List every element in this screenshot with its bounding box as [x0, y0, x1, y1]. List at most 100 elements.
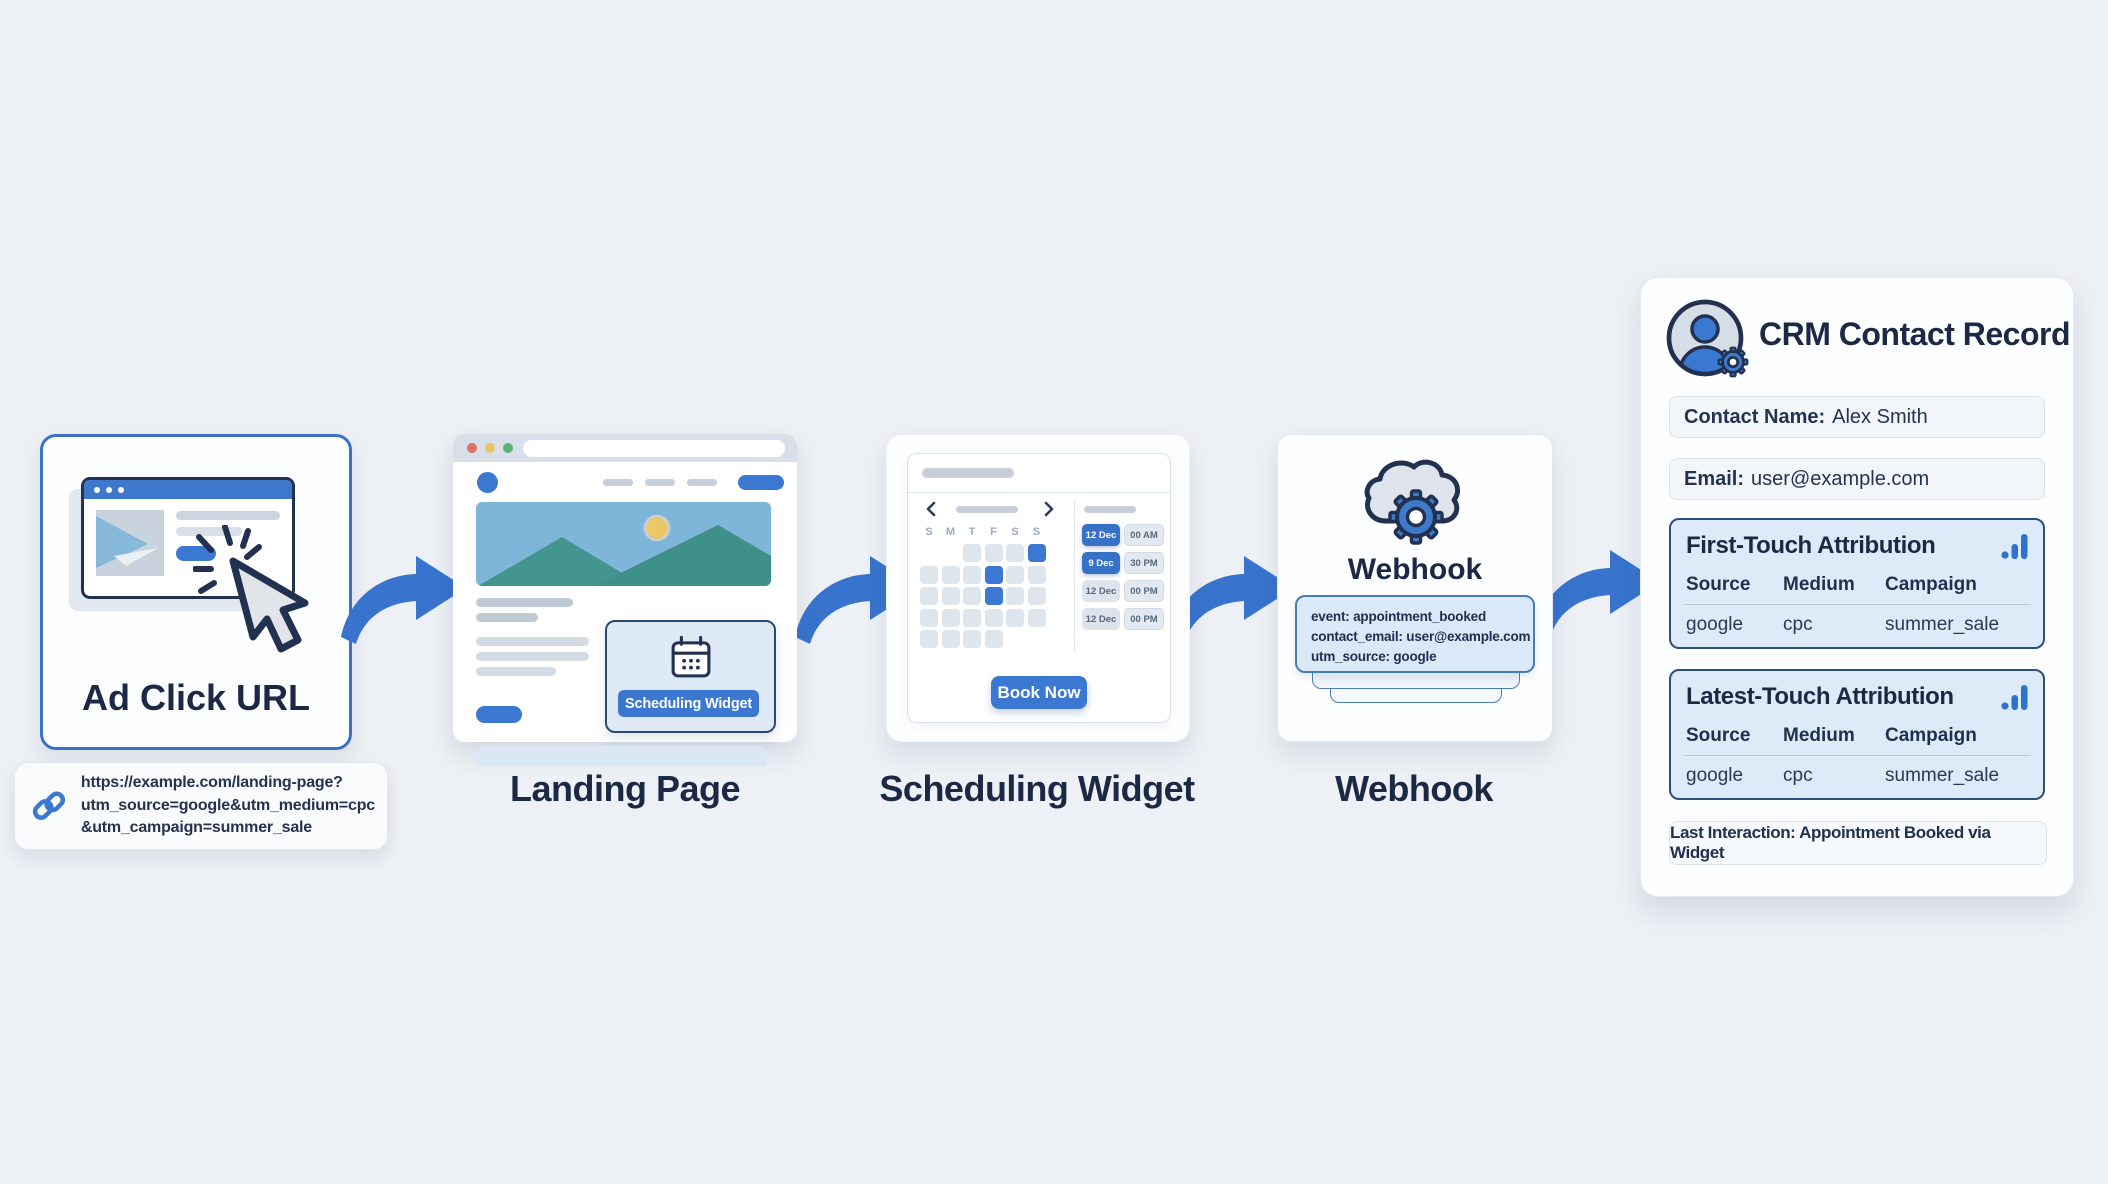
column-header: Source: [1686, 725, 1751, 746]
link-icon: [32, 791, 66, 820]
calendar-day-cell[interactable]: [984, 630, 1003, 648]
first-touch-attribution-card: First-Touch Attribution Source Medium Ca…: [1669, 518, 2045, 649]
calendar-day-cell[interactable]: [941, 630, 960, 648]
cell-medium: cpc: [1783, 765, 1813, 786]
divider: [1685, 755, 2031, 756]
calendar-day-cell[interactable]: [941, 608, 960, 627]
address-bar[interactable]: [523, 439, 785, 457]
slot-date-pill[interactable]: 12 Dec: [1082, 580, 1120, 602]
stage-label-ad-click: Ad Click URL: [81, 677, 311, 718]
ad-cta-placeholder[interactable]: [176, 546, 216, 561]
slots-title-placeholder: [1084, 506, 1136, 513]
calendar-day-cell[interactable]: [920, 608, 938, 627]
calendar-day-selected[interactable]: [984, 565, 1003, 584]
calendar-day-selected[interactable]: [984, 587, 1003, 605]
calendar-day-cell: [942, 544, 960, 562]
latest-touch-title: Latest-Touch Attribution: [1686, 683, 1954, 710]
calendar-day-cell: [920, 544, 938, 562]
calendar-day-cell[interactable]: [963, 608, 981, 627]
nav-cta-button[interactable]: [738, 475, 784, 490]
hero-image: [476, 502, 771, 586]
slot-time-pill[interactable]: 00 PM: [1124, 580, 1164, 602]
column-header: Medium: [1783, 725, 1855, 746]
cloud-gear-icon: [1364, 459, 1460, 545]
site-logo: [477, 472, 498, 493]
mountain-scene: [476, 502, 771, 586]
calendar-day-cell[interactable]: [1006, 587, 1024, 605]
slot-time-pill[interactable]: 00 AM: [1124, 524, 1164, 546]
calendar-day-cell[interactable]: [963, 565, 981, 584]
crm-title: CRM Contact Record: [1759, 316, 2071, 352]
webhook-card-title: Webhook: [1347, 553, 1483, 586]
slot-date-pill[interactable]: 9 Dec: [1082, 552, 1120, 574]
close-dot[interactable]: [467, 443, 477, 453]
calendar-icon: [671, 635, 711, 678]
page-cta-button[interactable]: [476, 706, 522, 723]
bar-chart-icon: [2001, 685, 2028, 710]
calendar-day-cell[interactable]: [920, 565, 938, 584]
calendar-day-cell[interactable]: [963, 544, 981, 562]
day-header: F: [990, 526, 997, 538]
ad-url-chip: https://example.com/landing-page? utm_so…: [14, 762, 388, 850]
slot-time-pill[interactable]: 30 PM: [1124, 552, 1164, 574]
calendar-day-cell[interactable]: [963, 630, 981, 648]
payload-line: contact_email: user@example.com: [1311, 628, 1531, 644]
stacked-sheet: [1312, 673, 1520, 689]
calendar-day-cell[interactable]: [941, 587, 960, 605]
ad-text-line: [176, 511, 280, 520]
calendar-day-cell[interactable]: [984, 608, 1003, 627]
day-header: S: [925, 526, 933, 538]
window-dot: [106, 486, 112, 493]
calendar-day-cell[interactable]: [941, 565, 960, 584]
cell-medium: cpc: [1783, 614, 1813, 635]
scheduling-widget-button[interactable]: Scheduling Widget: [618, 690, 759, 717]
calendar-day-headers: S M T F S S: [920, 526, 1046, 538]
calendar-day-cell[interactable]: [1027, 608, 1046, 627]
latest-touch-attribution-card: Latest-Touch Attribution Source Medium C…: [1669, 669, 2045, 800]
nav-link-placeholder[interactable]: [687, 479, 717, 486]
chevron-left-icon[interactable]: [924, 501, 938, 517]
calendar-day-cell[interactable]: [1006, 565, 1024, 584]
scheduler-card: S M T F S S 12 Dec 00 AM 9 Dec 30 PM 12 …: [907, 453, 1171, 723]
nav-link-placeholder[interactable]: [645, 479, 675, 486]
day-header: S: [1011, 526, 1019, 538]
slot-time-pill[interactable]: 00 PM: [1124, 608, 1164, 630]
calendar-day-selected[interactable]: [1027, 544, 1046, 562]
contact-name-field: Contact Name: Alex Smith: [1669, 396, 2045, 438]
calendar-day-cell[interactable]: [920, 587, 938, 605]
calendar-day-cell[interactable]: [1027, 587, 1046, 605]
calendar-day-cell[interactable]: [1006, 544, 1024, 562]
payload-line: utm_source: google: [1311, 648, 1437, 664]
calendar-day-cell[interactable]: [1027, 565, 1046, 584]
browser-titlebar: [84, 480, 292, 499]
calendar-day-cell: [1006, 630, 1024, 648]
stacked-sheet: [1330, 688, 1502, 703]
webhook-panel: Webhook event: appointment_booked contac…: [1277, 434, 1553, 742]
calendar-day-cell[interactable]: [1006, 608, 1024, 627]
book-now-button[interactable]: Book Now: [991, 676, 1087, 709]
calendar-day-cell[interactable]: [920, 630, 938, 648]
ad-click-panel: Ad Click URL: [40, 434, 352, 750]
calendar-day-cell[interactable]: [984, 544, 1003, 562]
scheduling-widget-panel: S M T F S S 12 Dec 00 AM 9 Dec 30 PM 12 …: [886, 434, 1190, 742]
chevron-right-icon[interactable]: [1042, 501, 1056, 517]
time-slot-row: 12 Dec 00 AM: [1082, 524, 1164, 546]
calendar-day-cell: [1028, 630, 1046, 648]
stage-label-webhook: Webhook: [1335, 768, 1493, 809]
text-line: [476, 637, 589, 646]
slot-date-pill[interactable]: 12 Dec: [1082, 608, 1120, 630]
calendar-day-cell[interactable]: [963, 587, 981, 605]
maximize-dot[interactable]: [503, 443, 513, 453]
widget-title-placeholder: [922, 468, 1014, 478]
slot-date-pill[interactable]: 12 Dec: [1082, 524, 1120, 546]
nav-link-placeholder[interactable]: [603, 479, 633, 486]
payload-line: event: appointment_booked: [1311, 609, 1487, 624]
contact-name-value: Alex Smith: [1832, 405, 1928, 428]
minimize-dot[interactable]: [485, 443, 495, 453]
column-header: Campaign: [1885, 725, 1977, 746]
window-dot: [118, 486, 124, 493]
time-slot-row: 9 Dec 30 PM: [1082, 552, 1164, 574]
abstract-triangle-art: [96, 516, 158, 568]
footer-section-placeholder: [476, 746, 766, 766]
